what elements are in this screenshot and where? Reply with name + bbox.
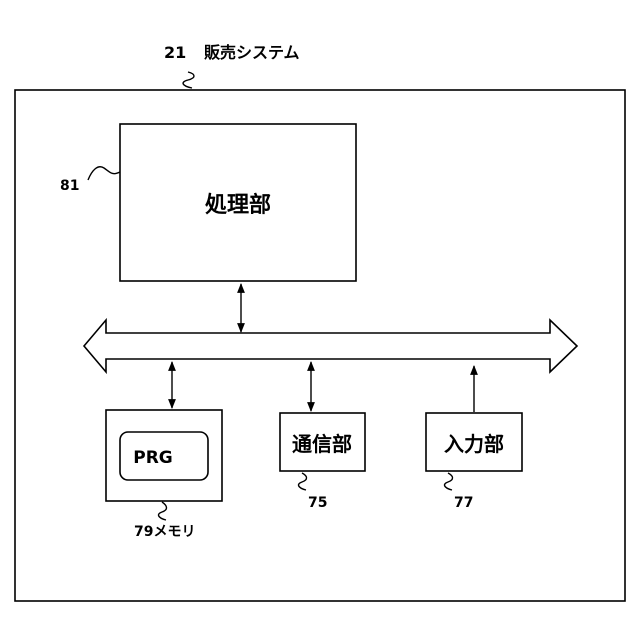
program-label: PRG — [133, 448, 173, 468]
system-leader-squiggle — [183, 72, 194, 88]
system-name-label: 販売システム — [204, 43, 300, 62]
processor-label: 処理部 — [205, 192, 271, 218]
system-ref-label: 21 — [164, 43, 186, 62]
memory-caption: 79メモリ — [134, 524, 195, 540]
processor-ref-label: 81 — [60, 178, 79, 194]
input-ref-label: 77 — [454, 495, 473, 511]
comm-ref-label: 75 — [308, 495, 327, 511]
comm-label: 通信部 — [292, 432, 352, 456]
input-label: 入力部 — [444, 432, 504, 456]
